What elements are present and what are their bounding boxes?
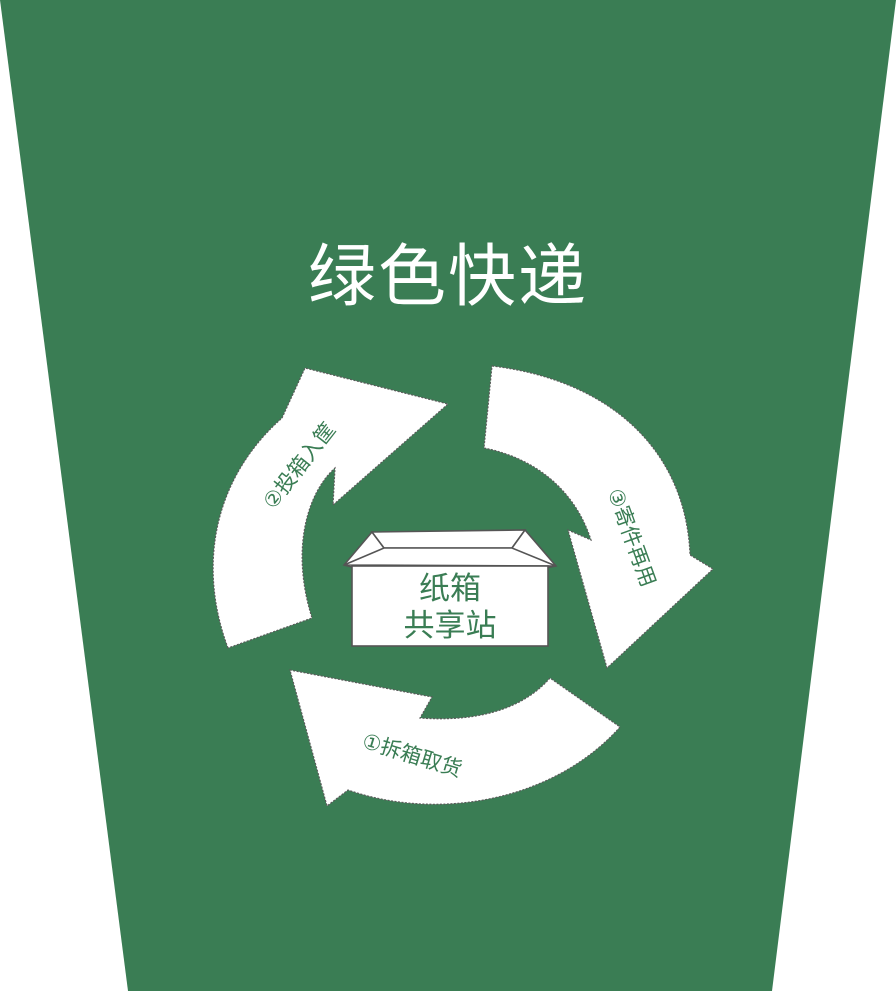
center-box-line1: 纸箱	[419, 571, 481, 607]
recycle-arrow-step-2	[212, 367, 450, 649]
page-title: 绿色快递	[308, 238, 588, 317]
center-box-line2: 共享站	[404, 608, 497, 644]
cardboard-box-icon	[342, 528, 558, 647]
recycle-arrow-step-3	[483, 365, 714, 670]
recycle-arrow-step-1	[289, 669, 621, 808]
